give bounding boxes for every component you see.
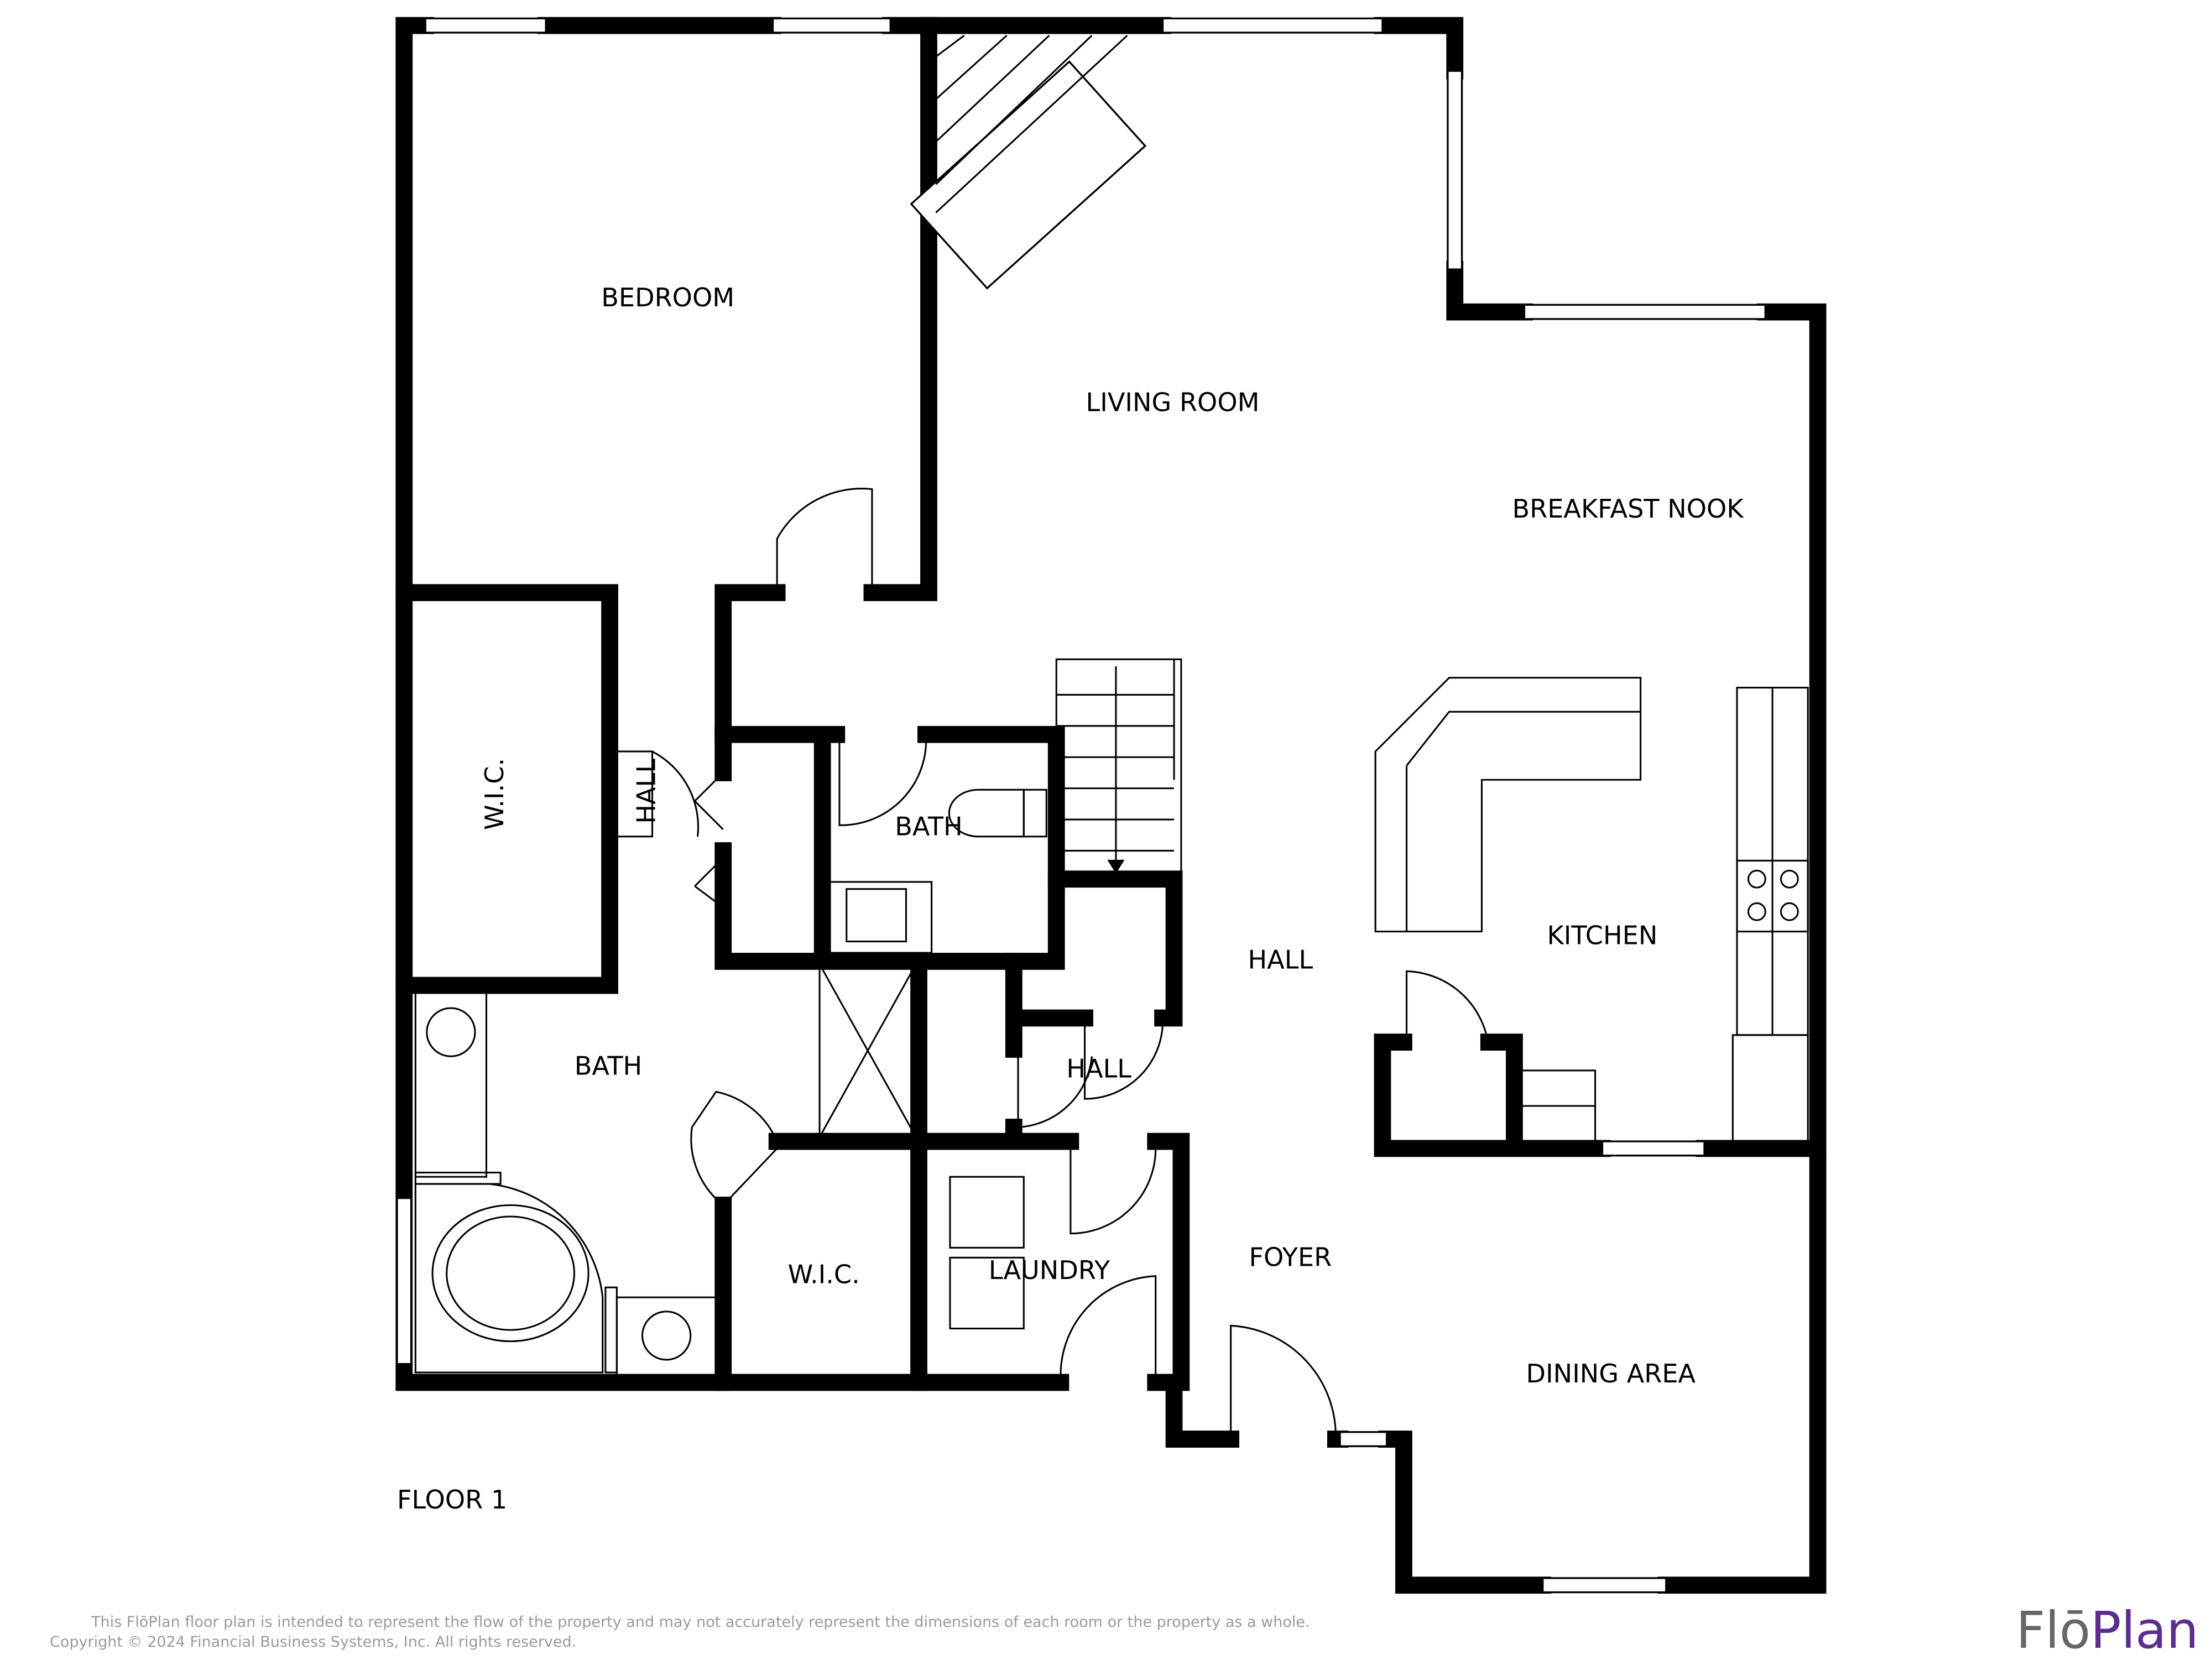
fixtures	[414, 677, 1809, 1376]
room-label-wic: W.I.C.	[788, 1260, 860, 1290]
logo-part-flo: Flō	[2016, 1601, 2091, 1660]
logo-part-plan: Plan	[2090, 1601, 2199, 1660]
room-label-breakfast-nook: BREAKFAST NOOK	[1512, 494, 1745, 524]
floor-label: FLOOR 1	[397, 1485, 507, 1515]
room-label-hall: HALL	[1066, 1054, 1131, 1084]
room-label-bedroom: BEDROOM	[601, 283, 734, 312]
room-label-living-room: LIVING ROOM	[1086, 388, 1260, 417]
copyright-text: Copyright © 2024 Financial Business Syst…	[50, 1633, 577, 1651]
room-label-hall: HALL	[1248, 944, 1313, 974]
room-label-foyer: FOYER	[1249, 1243, 1332, 1272]
floplan-logo: FlōPlan	[2016, 1601, 2199, 1660]
fireplace	[910, 34, 1147, 290]
room-label-laundry: LAUNDRY	[989, 1255, 1110, 1285]
room-label-bath: BATH	[575, 1051, 643, 1081]
room-label-wic: W.I.C.	[479, 758, 509, 830]
windows	[396, 17, 1766, 1594]
walls	[395, 17, 1827, 1594]
stairs	[1055, 658, 1182, 880]
room-label-hall: HALL	[632, 759, 661, 824]
room-labels: BEDROOM LIVING ROOM BREAKFAST NOOK W.I.C…	[397, 283, 1744, 1515]
room-label-bath: BATH	[895, 811, 963, 841]
room-label-kitchen: KITCHEN	[1547, 921, 1657, 951]
disclaimer-text: This FlōPlan floor plan is intended to r…	[91, 1614, 1310, 1631]
room-label-dining-area: DINING AREA	[1526, 1359, 1696, 1388]
doors	[612, 488, 1490, 1439]
